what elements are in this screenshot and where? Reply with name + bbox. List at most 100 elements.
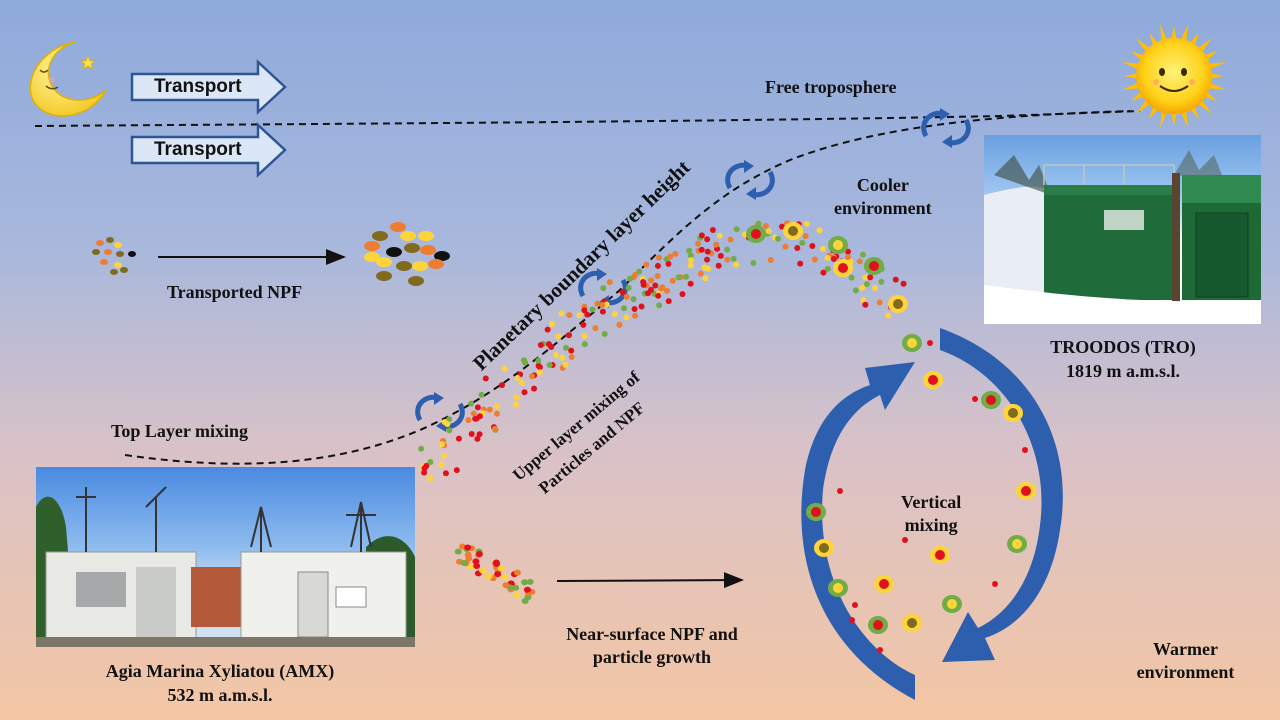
upper-layer-particle (683, 273, 690, 280)
upper-layer-particle (885, 312, 892, 319)
near-surface-particle (513, 569, 521, 576)
smiling-sun-icon (1121, 23, 1227, 129)
upper-layer-particle (491, 425, 498, 432)
upper-layer-particle (663, 287, 670, 294)
upper-layer-particle (704, 248, 711, 255)
upper-layer-particle (536, 369, 543, 376)
large-particle-core (1008, 408, 1018, 418)
agia-marina-station-name: Agia Marina Xyliatou (AMX) (105, 661, 335, 681)
upper-layer-particle (535, 357, 542, 364)
upper-layer-particle (672, 250, 679, 257)
upper-layer-particle (705, 265, 712, 272)
upper-layer-particle (592, 325, 599, 332)
upper-layer-particle (819, 245, 826, 252)
upper-layer-particle (863, 281, 870, 288)
upper-layer-particle (687, 257, 694, 264)
upper-layer-particle (816, 227, 823, 234)
upper-layer-particle (498, 382, 505, 389)
large-particle-core (907, 618, 917, 628)
upper-layer-particle (468, 400, 475, 407)
mixing-particle (927, 340, 933, 346)
upper-layer-particle (867, 274, 874, 281)
upper-layer-particle (856, 258, 863, 265)
upper-layer-particle (446, 427, 453, 434)
near-surface-particle (479, 567, 487, 574)
upper-layer-particle (687, 262, 694, 269)
upper-layer-particle (562, 361, 569, 368)
upper-layer-particle (548, 343, 555, 350)
sun-ray (1124, 73, 1139, 79)
upper-layer-particle (765, 228, 772, 235)
transported-particle (418, 231, 434, 241)
free-troposphere-boundary-line (34, 110, 1141, 127)
upper-layer-particle (555, 333, 562, 340)
sun-ray (1207, 62, 1227, 70)
upper-layer-particle (656, 302, 663, 309)
near-surface-particle (454, 548, 462, 555)
upper-layer-particle (521, 389, 528, 396)
near-surface-particle (460, 560, 468, 567)
mixing-particle (849, 617, 855, 623)
large-particle-core (819, 543, 829, 553)
upper-layer-particle (803, 220, 810, 227)
mixing-particle (992, 581, 998, 587)
upper-layer-particle (559, 354, 566, 361)
near-surface-particle (526, 578, 534, 585)
upper-layer-particle (520, 357, 527, 364)
sun-ray (1180, 23, 1188, 43)
upper-layer-particle (566, 312, 573, 319)
transport-arrow-top (130, 59, 287, 115)
mixing-particle (877, 647, 883, 653)
upper-layer-particle (824, 255, 831, 262)
upper-layer-particle (698, 246, 705, 253)
near-surface-arrow (556, 572, 744, 589)
upper-layer-particle (455, 435, 462, 442)
upper-layer-particle (438, 461, 445, 468)
upper-layer-particle (656, 254, 663, 261)
near-surface-particle (467, 564, 475, 571)
upper-layer-particle (493, 410, 500, 417)
transported-particle (386, 247, 402, 257)
sun-ray (1207, 82, 1227, 90)
transported-particle (114, 262, 122, 268)
upper-layer-particle (631, 306, 638, 313)
large-particle-core (811, 507, 821, 517)
upper-layer-particle (687, 280, 694, 287)
upper-layer-particle (698, 232, 705, 239)
transported-particle (376, 271, 392, 281)
upper-layer-particle (621, 305, 628, 312)
sun-ray (1121, 62, 1141, 70)
upper-layer-particle (767, 256, 774, 263)
large-particle-core (935, 550, 945, 560)
transported-particle (396, 261, 412, 271)
upper-layer-particle (679, 291, 686, 298)
warmer-environment-label: Warmer environment (1136, 639, 1235, 682)
upper-layer-particle (442, 470, 449, 477)
upper-layer-particle (474, 404, 481, 411)
near-surface-particle (524, 594, 532, 601)
mixing-particle (837, 488, 843, 494)
top-layer-mixing-label: Top Layer mixing (111, 421, 249, 441)
mixing-particle (1022, 447, 1028, 453)
upper-layer-particle (844, 254, 851, 261)
upper-layer-particle (603, 301, 610, 308)
upper-layer-particle (782, 243, 789, 250)
transported-npf-label: Transported NPF (167, 282, 303, 302)
upper-layer-particle (513, 401, 520, 408)
upper-layer-particle (665, 260, 672, 267)
transported-particle (408, 276, 424, 286)
upper-layer-particle (709, 227, 716, 234)
upper-layer-particle (644, 290, 651, 297)
upper-layer-particle (558, 310, 565, 317)
sun-ray (1180, 109, 1188, 129)
near-surface-particle (464, 544, 472, 551)
upper-layer-particle (654, 273, 661, 280)
near-surface-particle (465, 555, 473, 562)
upper-layer-particle (727, 236, 734, 243)
transported-particle (376, 257, 392, 267)
vertical-mixing-arrows (801, 328, 1063, 700)
upper-layer-particle (584, 311, 591, 318)
upper-layer-particle (562, 344, 569, 351)
